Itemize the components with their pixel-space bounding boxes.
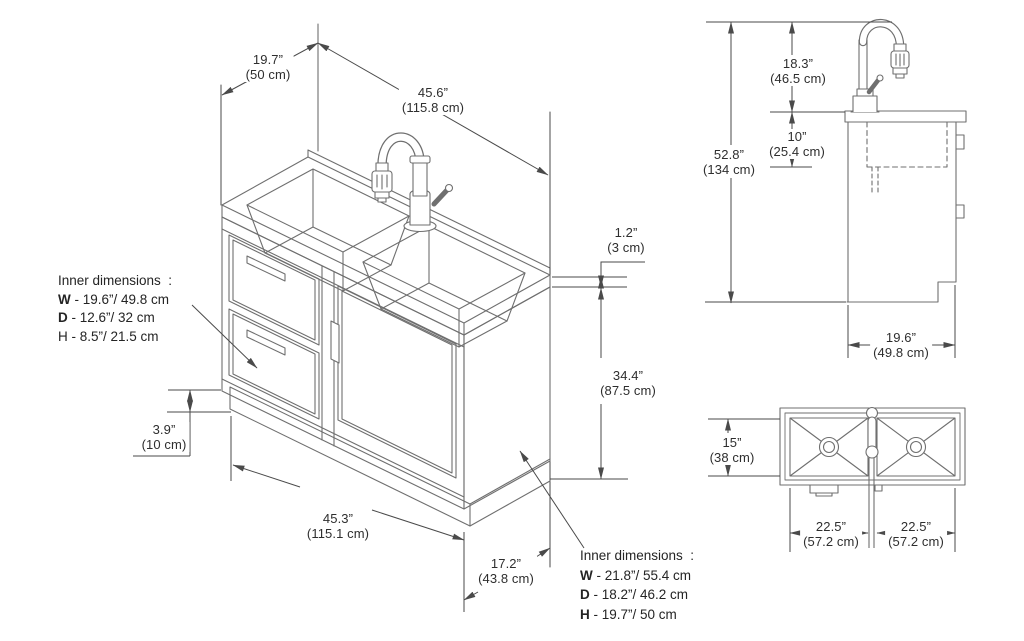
note-row: W - 19.6”/ 49.8 cm	[58, 291, 170, 307]
dim-basin-depth: 10” (25.4 cm)	[766, 129, 828, 159]
faucet-profile	[850, 19, 910, 113]
dim-front-width: 45.3” (115.1 cm)	[303, 511, 373, 541]
note-row: H - 8.5”/ 21.5 cm	[58, 328, 159, 344]
faucet-plan	[865, 406, 879, 548]
note-row: W - 21.8”/ 55.4 cm	[580, 567, 692, 583]
left-basin-plan	[789, 417, 869, 477]
cabinet-note-leader	[519, 450, 585, 549]
side-view-drawing	[844, 19, 967, 303]
top-view-drawing	[779, 406, 966, 548]
note-row: D - 18.2”/ 46.2 cm	[580, 587, 689, 602]
drawer-note-leader	[191, 304, 258, 369]
cabinet-inner-dimensions-note: Inner dimensions : W - 21.8”/ 55.4 cm D …	[580, 546, 694, 624]
dim-toe-kick-height: 3.9” (10 cm)	[138, 422, 190, 452]
note-row: H - 19.7”/ 50 cm	[580, 606, 677, 622]
dim-cabinet-depth: 19.6” (49.8 cm)	[870, 330, 932, 360]
right-basin-plan	[876, 417, 956, 477]
isometric-dimension-lines	[133, 42, 645, 612]
note-row: D - 12.6”/ 32 cm	[58, 310, 155, 325]
faucet	[371, 132, 454, 233]
drawer-handle	[246, 255, 286, 282]
dim-back-depth: 19.7” (50 cm)	[242, 52, 294, 82]
dim-overall-height: 52.8” (134 cm)	[699, 147, 759, 177]
drawer-handle	[246, 329, 286, 356]
dim-top-width: 45.6” (115.8 cm)	[398, 85, 468, 115]
dim-counter-thickness: 1.2” (3 cm)	[604, 225, 648, 255]
door-handle	[330, 320, 340, 364]
drawer-handles-profile	[955, 134, 965, 219]
side-view-dimension-lines	[705, 21, 956, 358]
dim-faucet-height: 18.3” (46.5 cm)	[767, 56, 829, 86]
drawer-inner-dimensions-note: Inner dimensions : W - 19.6”/ 49.8 cm D …	[58, 272, 172, 346]
dim-basin-front-depth: 15” (38 cm)	[706, 435, 758, 465]
drain-tab	[809, 484, 839, 494]
dim-right-basin-width: 22.5” (57.2 cm)	[885, 519, 947, 549]
isometric-view-drawing	[220, 23, 551, 568]
dim-side-depth: 17.2” (43.8 cm)	[475, 556, 537, 586]
dim-counter-height: 34.4” (87.5 cm)	[597, 368, 659, 398]
dim-left-basin-width: 22.5” (57.2 cm)	[800, 519, 862, 549]
